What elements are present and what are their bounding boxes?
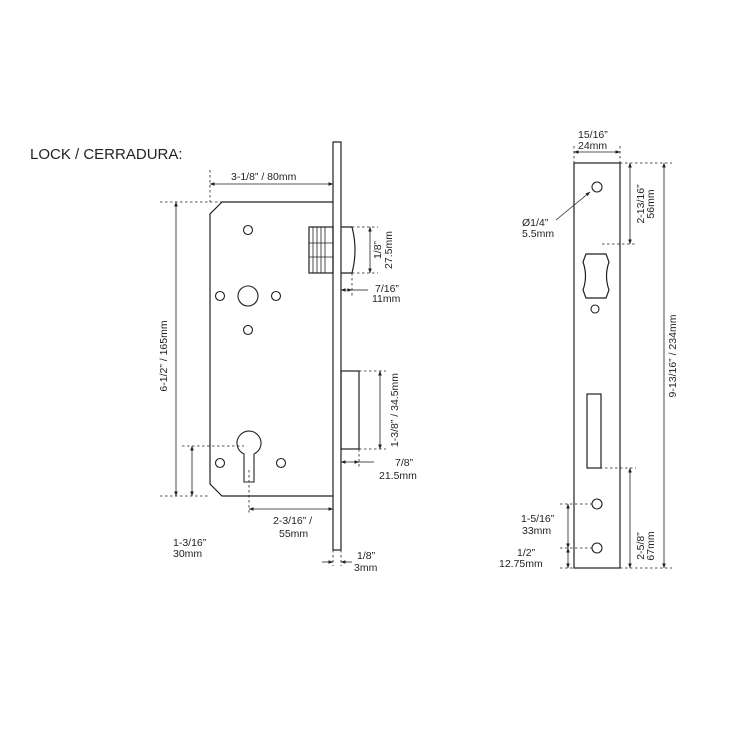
height-label: 6-1/2” / 165mm — [158, 320, 170, 391]
hole-diameter-label-mm: 5.5mm — [522, 228, 554, 240]
faceplate-mid-hole — [590, 304, 600, 314]
bottom-hole-label-mm: 12.75mm — [499, 558, 543, 570]
latch-throw-label-mm: 11mm — [372, 293, 401, 305]
latch-height-label-in: 1/8” — [372, 240, 384, 259]
faceplate-width-label-in: 15/16” — [578, 129, 608, 141]
latch-throw-label-in: 7/16” — [375, 283, 399, 295]
drawing-title: LOCK / CERRADURA: — [30, 146, 183, 163]
screw-hole-lower — [242, 324, 254, 336]
faceplate-length-label: 9-13/16” / 234mm — [667, 314, 679, 397]
thickness-label-mm: 3mm — [354, 562, 378, 574]
deadbolt — [340, 370, 360, 450]
faceplate-hole-2 — [591, 542, 603, 554]
cylinder-offset-label-in: 1-3/16” — [173, 537, 207, 549]
cylinder-offset-label-mm: 30mm — [173, 548, 202, 560]
latch-height-label-mm: 27.5mm — [383, 231, 395, 269]
cylinder-cutout — [236, 430, 262, 483]
faceplate-front-view: 15/16” 24mm Ø1/4” 5.5mm 2-13/16” 56mm 9-… — [499, 129, 679, 570]
top-hole-label-mm: 56mm — [645, 189, 657, 218]
screw-hole-right — [270, 290, 282, 302]
lock-body-view: 3-1/8” / 80mm 6-1/2” / 165mm 1/8” 27.5mm… — [158, 141, 417, 574]
bottom-label-in: 2-5/8” — [635, 532, 647, 560]
lock-case — [209, 201, 333, 497]
backset-label-in: 2-3/16” / — [273, 515, 312, 527]
bottom-hole-label-in: 1/2” — [517, 547, 536, 559]
hole-spacing-label-in: 1-5/16” — [521, 513, 555, 525]
faceplate-width-label-mm: 24mm — [578, 140, 607, 152]
faceplate-hole-1 — [591, 498, 603, 510]
hole-spacing-label-mm: 33mm — [522, 525, 551, 537]
top-hole-label-in: 2-13/16” — [635, 184, 647, 224]
spindle-hole — [237, 285, 259, 307]
screw-hole-top — [242, 224, 254, 236]
faceplate-outline — [573, 162, 621, 569]
latch-opening — [582, 253, 610, 299]
backset-label-mm: 55mm — [279, 528, 308, 540]
screw-hole-bottom-left — [214, 457, 226, 469]
screw-hole-left — [214, 290, 226, 302]
deadbolt-opening — [586, 393, 602, 469]
deadbolt-throw-label-in: 7/8” — [395, 457, 414, 469]
screw-hole-bottom-right — [275, 457, 287, 469]
width-label: 3-1/8” / 80mm — [231, 171, 297, 183]
faceplate-edge — [332, 141, 342, 551]
thickness-label-in: 1/8” — [357, 550, 376, 562]
faceplate-top-hole — [591, 181, 603, 193]
bottom-label-mm: 67mm — [645, 531, 657, 560]
hole-diameter-label-in: Ø1/4” — [522, 217, 549, 229]
deadbolt-throw-label-mm: 21.5mm — [379, 470, 417, 482]
latch-bolt — [308, 226, 356, 274]
deadbolt-height-label: 1-3/8” / 34.5mm — [389, 373, 401, 447]
